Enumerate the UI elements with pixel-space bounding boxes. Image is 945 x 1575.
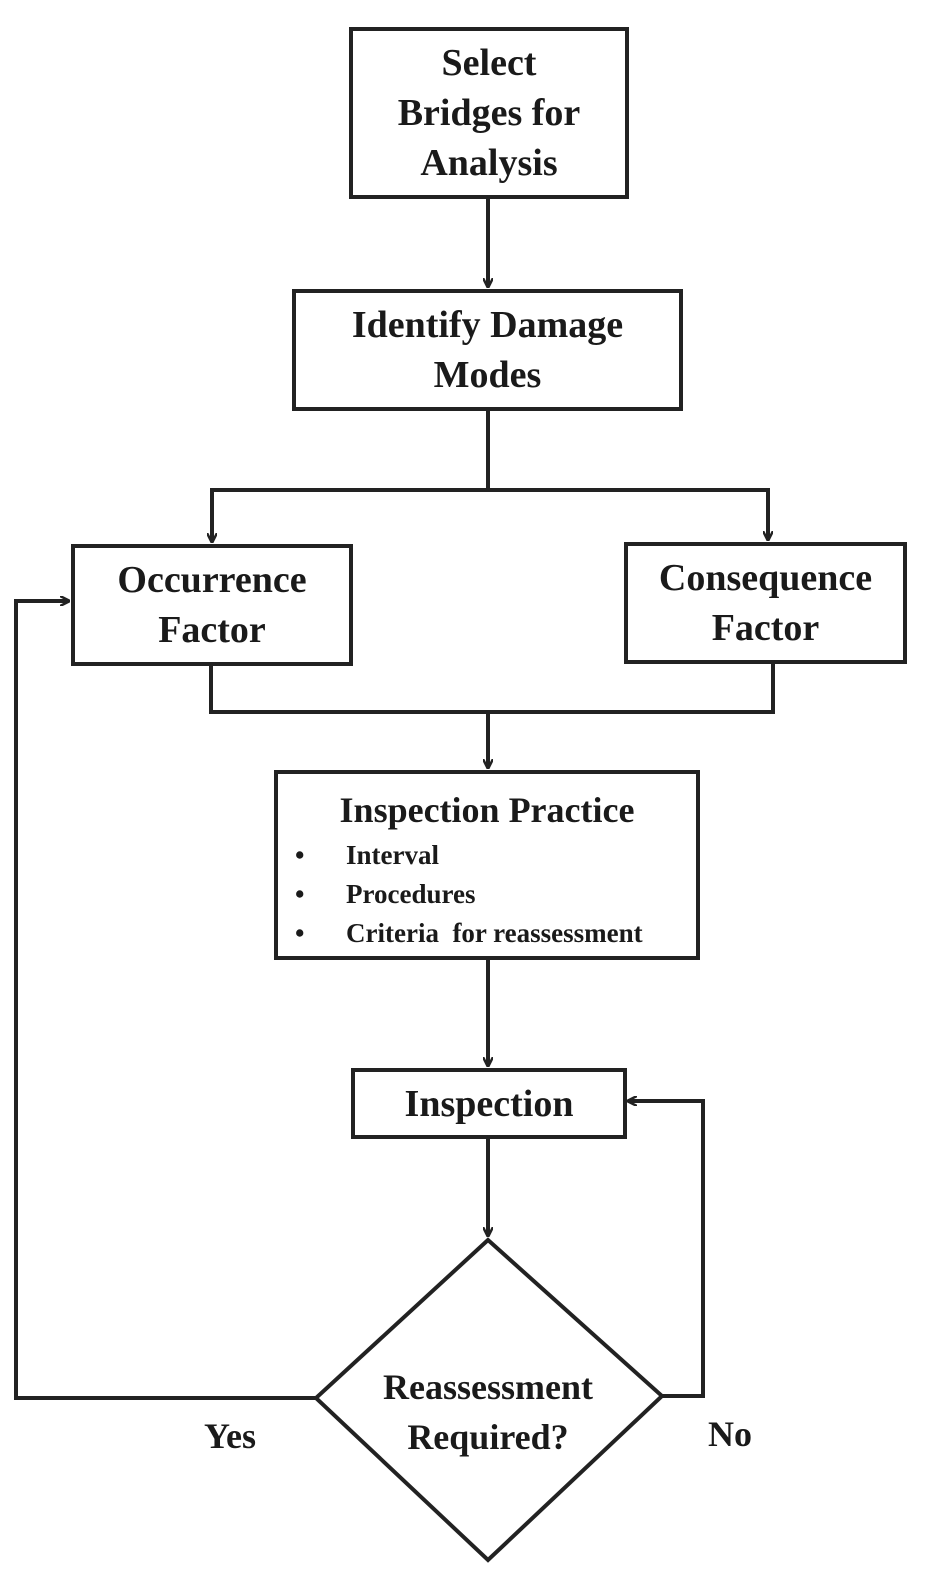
bullet-icon: • <box>295 879 305 909</box>
node-practice-item-label: Criteria for reassessment <box>346 918 643 948</box>
node-consequence-line-2: Factor <box>711 607 820 649</box>
bullet-icon: • <box>295 840 305 870</box>
decision-diamond <box>313 1237 665 1563</box>
node-inspection: Inspection <box>351 1068 627 1139</box>
bullet-icon: • <box>295 918 305 948</box>
arrow-no-loop <box>628 1101 705 1398</box>
node-practice-item: • Procedures <box>278 875 696 914</box>
arrow-split-to-occurrence <box>212 488 488 542</box>
arrow-yes-loop <box>14 601 316 1400</box>
node-select-line-3: Analysis <box>420 142 558 184</box>
node-practice-item-label: Procedures <box>346 879 476 909</box>
arrow-split-to-consequence <box>488 488 768 540</box>
edge-label-no: No <box>708 1414 752 1454</box>
node-occurrence-line-1: Occurrence <box>117 559 307 601</box>
edge-label-yes: Yes <box>204 1416 256 1456</box>
node-select-line-1: Select <box>441 42 537 84</box>
node-select-bridges: Select Bridges for Analysis <box>349 27 629 199</box>
node-practice-item: • Criteria for reassessment <box>278 914 696 953</box>
node-practice-title: Inspection Practice <box>339 790 635 830</box>
node-decision-line-2: Required? <box>407 1417 569 1457</box>
node-consequence-factor: Consequence Factor <box>624 542 907 664</box>
node-decision-line-1: Reassessment <box>383 1367 593 1407</box>
node-inspection-label: Inspection <box>404 1082 574 1125</box>
node-identify-line-2: Modes <box>433 354 542 396</box>
node-occurrence-line-2: Factor <box>158 609 266 651</box>
node-practice-item: • Interval <box>278 836 696 875</box>
node-select-line-2: Bridges for <box>397 92 581 134</box>
node-identify-damage-modes: Identify Damage Modes <box>292 289 683 411</box>
node-identify-line-1: Identify Damage <box>351 304 624 346</box>
node-practice-item-label: Interval <box>346 840 439 870</box>
node-occurrence-factor: Occurrence Factor <box>71 544 353 666</box>
node-practice-list: • Interval • Procedures • Criteria for reas… <box>278 836 696 953</box>
node-decision-text: Reassessment Required? <box>348 1362 628 1462</box>
node-consequence-line-1: Consequence <box>658 557 873 599</box>
node-inspection-practice: Inspection Practice • Interval • Procedure… <box>274 770 700 960</box>
connector-occurrence-merge <box>209 663 775 714</box>
